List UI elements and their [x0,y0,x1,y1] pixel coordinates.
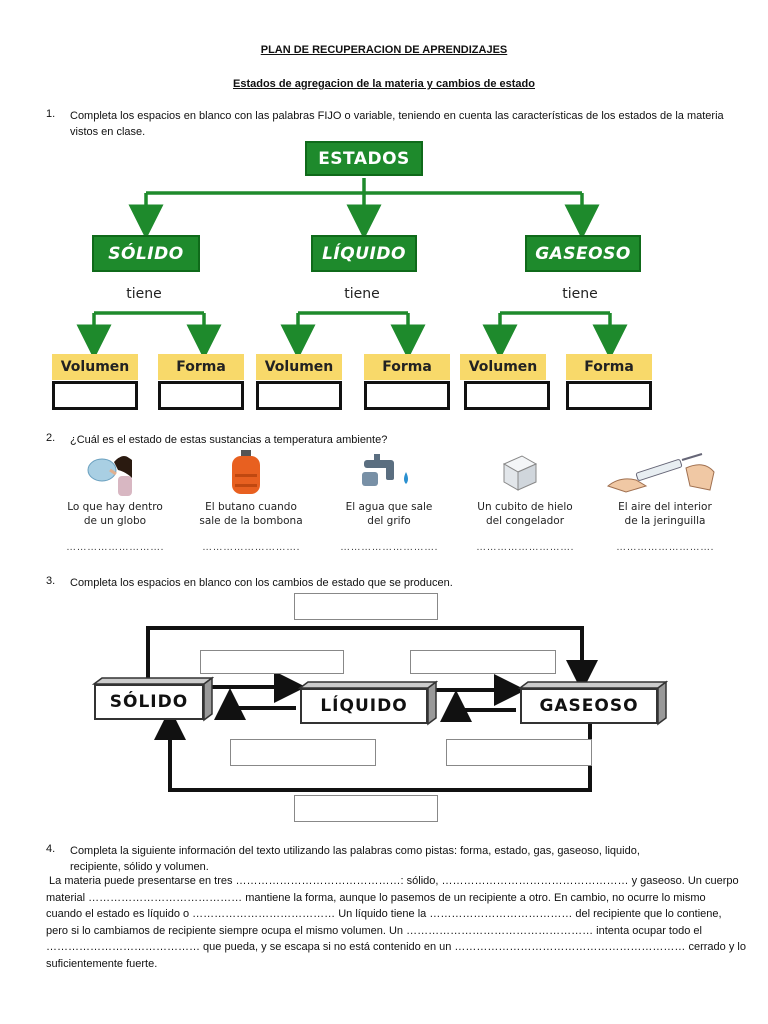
q4-number: 4. [46,843,56,855]
gaseoso-state-box: GASEOSO [525,235,641,272]
states-tree-arrows [76,178,628,360]
q2-text: ¿Cuál es el estado de estas sustancias a… [70,434,388,446]
solido-state-box-3d: SÓLIDO [94,684,204,720]
q4-text: Completa la siguiente información del te… [70,845,640,873]
liquido-volumen-label: Volumen [256,354,342,380]
q2-item-4-answer[interactable]: ………………………. [476,542,574,553]
q4-paragraph-line[interactable]: …………………………………… que pueda, y se escapa si… [46,941,746,953]
liquido-volumen-answer-box[interactable] [256,381,342,410]
estados-root-box: ESTADOS [305,141,423,176]
fusion-answer-box[interactable] [200,650,344,674]
q2-item-2-answer[interactable]: ………………………. [202,542,300,553]
page-title: PLAN DE RECUPERACION DE APRENDIZAJES [260,44,508,56]
solidification-answer-box[interactable] [230,739,376,766]
gaseoso-forma-label: Forma [566,354,652,380]
syringe-icon [606,453,715,493]
q2-item-5-answer[interactable]: ………………………. [616,542,714,553]
q4-paragraph-line[interactable]: pero si lo cambiamos de recipiente siemp… [46,924,702,937]
solido-volumen-answer-box[interactable] [52,381,138,410]
liquido-tiene-label: tiene [344,286,380,302]
liquido-forma-answer-box[interactable] [364,381,450,410]
solido-state-box: SÓLIDO [92,235,200,272]
solido-tiene-label: tiene [126,286,162,302]
q4-paragraph-line[interactable]: cuando el estado es líquido o …………………………… [46,908,722,920]
q4-paragraph: La materia puede presentarse en tres ………… [46,873,746,972]
vaporization-answer-box[interactable] [410,650,556,674]
deposition-answer-box[interactable] [294,795,438,822]
q2-number: 2. [46,432,56,444]
gaseoso-tiene-label: tiene [562,286,598,302]
q1-text: Completa los espacios en blanco con las … [70,110,724,138]
balloon-icon [87,456,132,496]
gaseoso-volumen-label: Volumen [460,354,546,380]
sublimation-answer-box[interactable] [294,593,438,620]
liquido-state-box: LÍQUIDO [311,235,417,272]
faucet-icon [362,454,408,486]
gaseoso-forma-answer-box[interactable] [566,381,652,410]
q2-item-3-answer[interactable]: ………………………. [340,542,438,553]
q4-paragraph-line: suficientemente fuerte. [46,957,158,970]
gaseoso-volumen-answer-box[interactable] [464,381,550,410]
q4-paragraph-line[interactable]: La materia puede presentarse en tres ………… [46,875,739,887]
liquido-forma-label: Forma [364,354,450,380]
condensation-answer-box[interactable] [446,739,592,766]
solido-forma-answer-box[interactable] [158,381,244,410]
solido-forma-label: Forma [158,354,244,380]
q2-item-1-answer[interactable]: ………………………. [66,542,164,553]
page-subtitle: Estados de agregacion de la materia y ca… [232,78,535,90]
solido-volumen-label: Volumen [52,354,138,380]
q4-paragraph-line[interactable]: material …………………………………… mantiene la form… [46,891,706,904]
q3-number: 3. [46,575,56,587]
q1-number: 1. [46,108,56,120]
gaseoso-state-box-3d: GASEOSO [520,688,658,724]
gas-cylinder-icon [232,450,260,494]
liquido-state-box-3d: LÍQUIDO [300,688,428,724]
ice-cube-icon [502,455,538,491]
q3-text: Completa los espacios en blanco con los … [70,577,453,589]
